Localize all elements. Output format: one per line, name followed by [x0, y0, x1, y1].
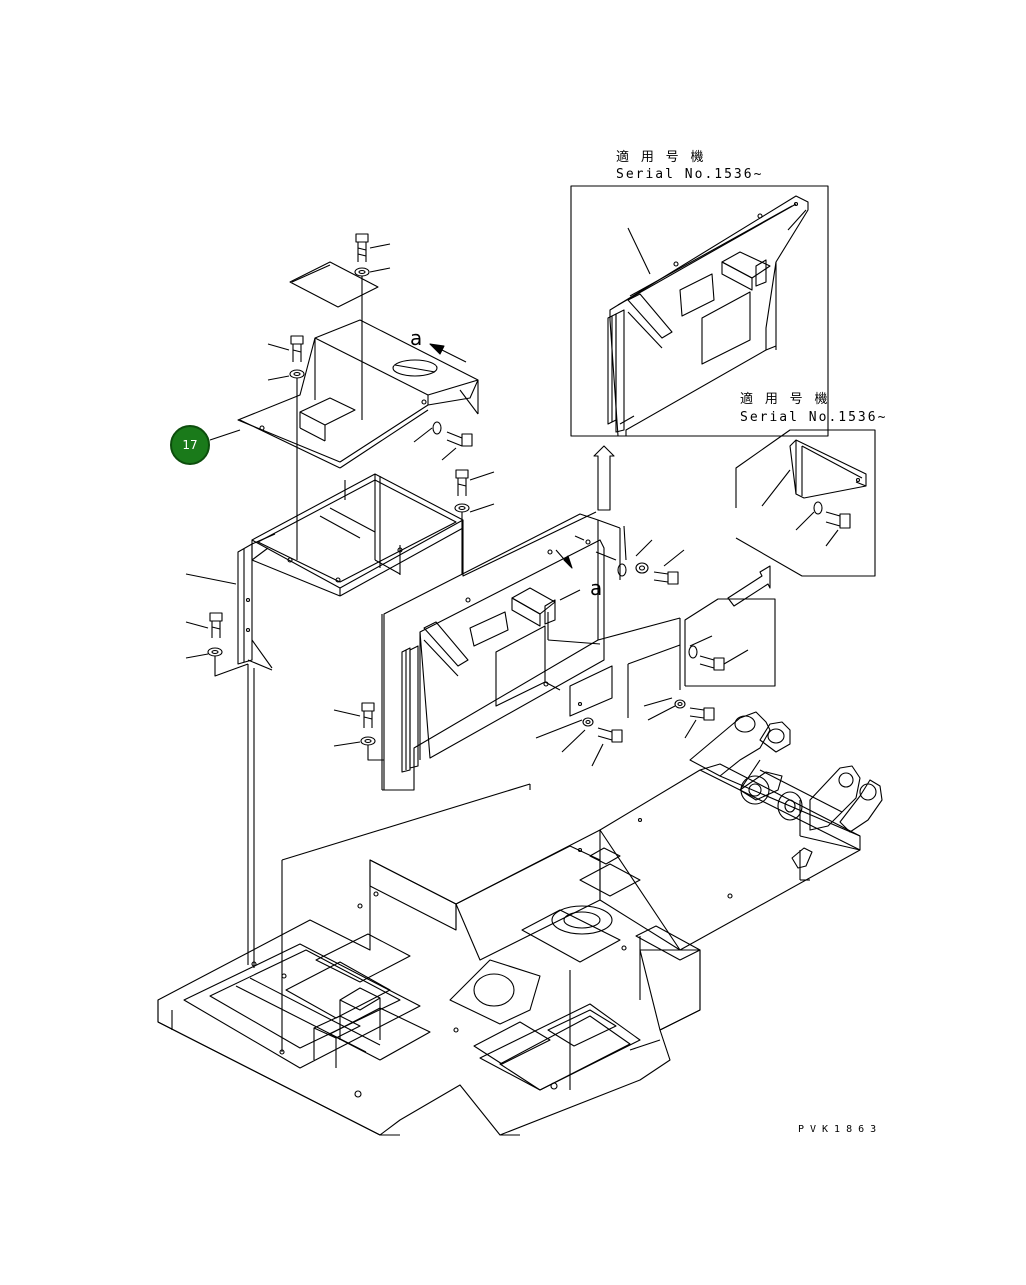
- bolt-mid: [454, 469, 495, 574]
- inset-small-serial: Serial No.1536~: [740, 410, 888, 425]
- arrow-to-small-inset: [727, 565, 771, 607]
- inset-main-serial: Serial No.1536~: [616, 167, 764, 182]
- inset-box-small: [735, 429, 876, 577]
- callout-17[interactable]: 17: [170, 425, 210, 465]
- bolt-top: [354, 233, 391, 420]
- bolt-panel-upper-right: [595, 525, 685, 585]
- base-frame: [157, 817, 733, 1136]
- bolt-left-lower: [185, 612, 249, 677]
- detail-box-bolt: [684, 598, 776, 687]
- view-label: a: [590, 576, 603, 600]
- left-bracket: [185, 533, 276, 671]
- inset-box-main: [570, 185, 829, 437]
- box-frame: [251, 473, 464, 597]
- arrow-up-main: [593, 445, 615, 511]
- leader-lines: [247, 511, 597, 1052]
- bolt-upper-right: [413, 421, 473, 461]
- top-cover-plate: [289, 261, 379, 308]
- side-panel-main: [381, 513, 681, 791]
- inset-small-title: 適 用 号 機: [740, 392, 830, 407]
- drawing-code: PVK1863: [798, 1124, 883, 1135]
- bolt-panel-lower: [535, 717, 623, 767]
- bolt-upper-left: [267, 335, 305, 560]
- upper-cover: [237, 319, 479, 469]
- callout-leader: [209, 429, 241, 441]
- bolt-panel-mid-right: [643, 697, 715, 739]
- boom-assembly: [599, 711, 883, 951]
- view-arrow-top: [429, 343, 467, 363]
- bolt-panel-left: [333, 702, 384, 761]
- view-arrow-label: a: [410, 326, 423, 350]
- inset-main-title: 適 用 号 機: [616, 150, 706, 165]
